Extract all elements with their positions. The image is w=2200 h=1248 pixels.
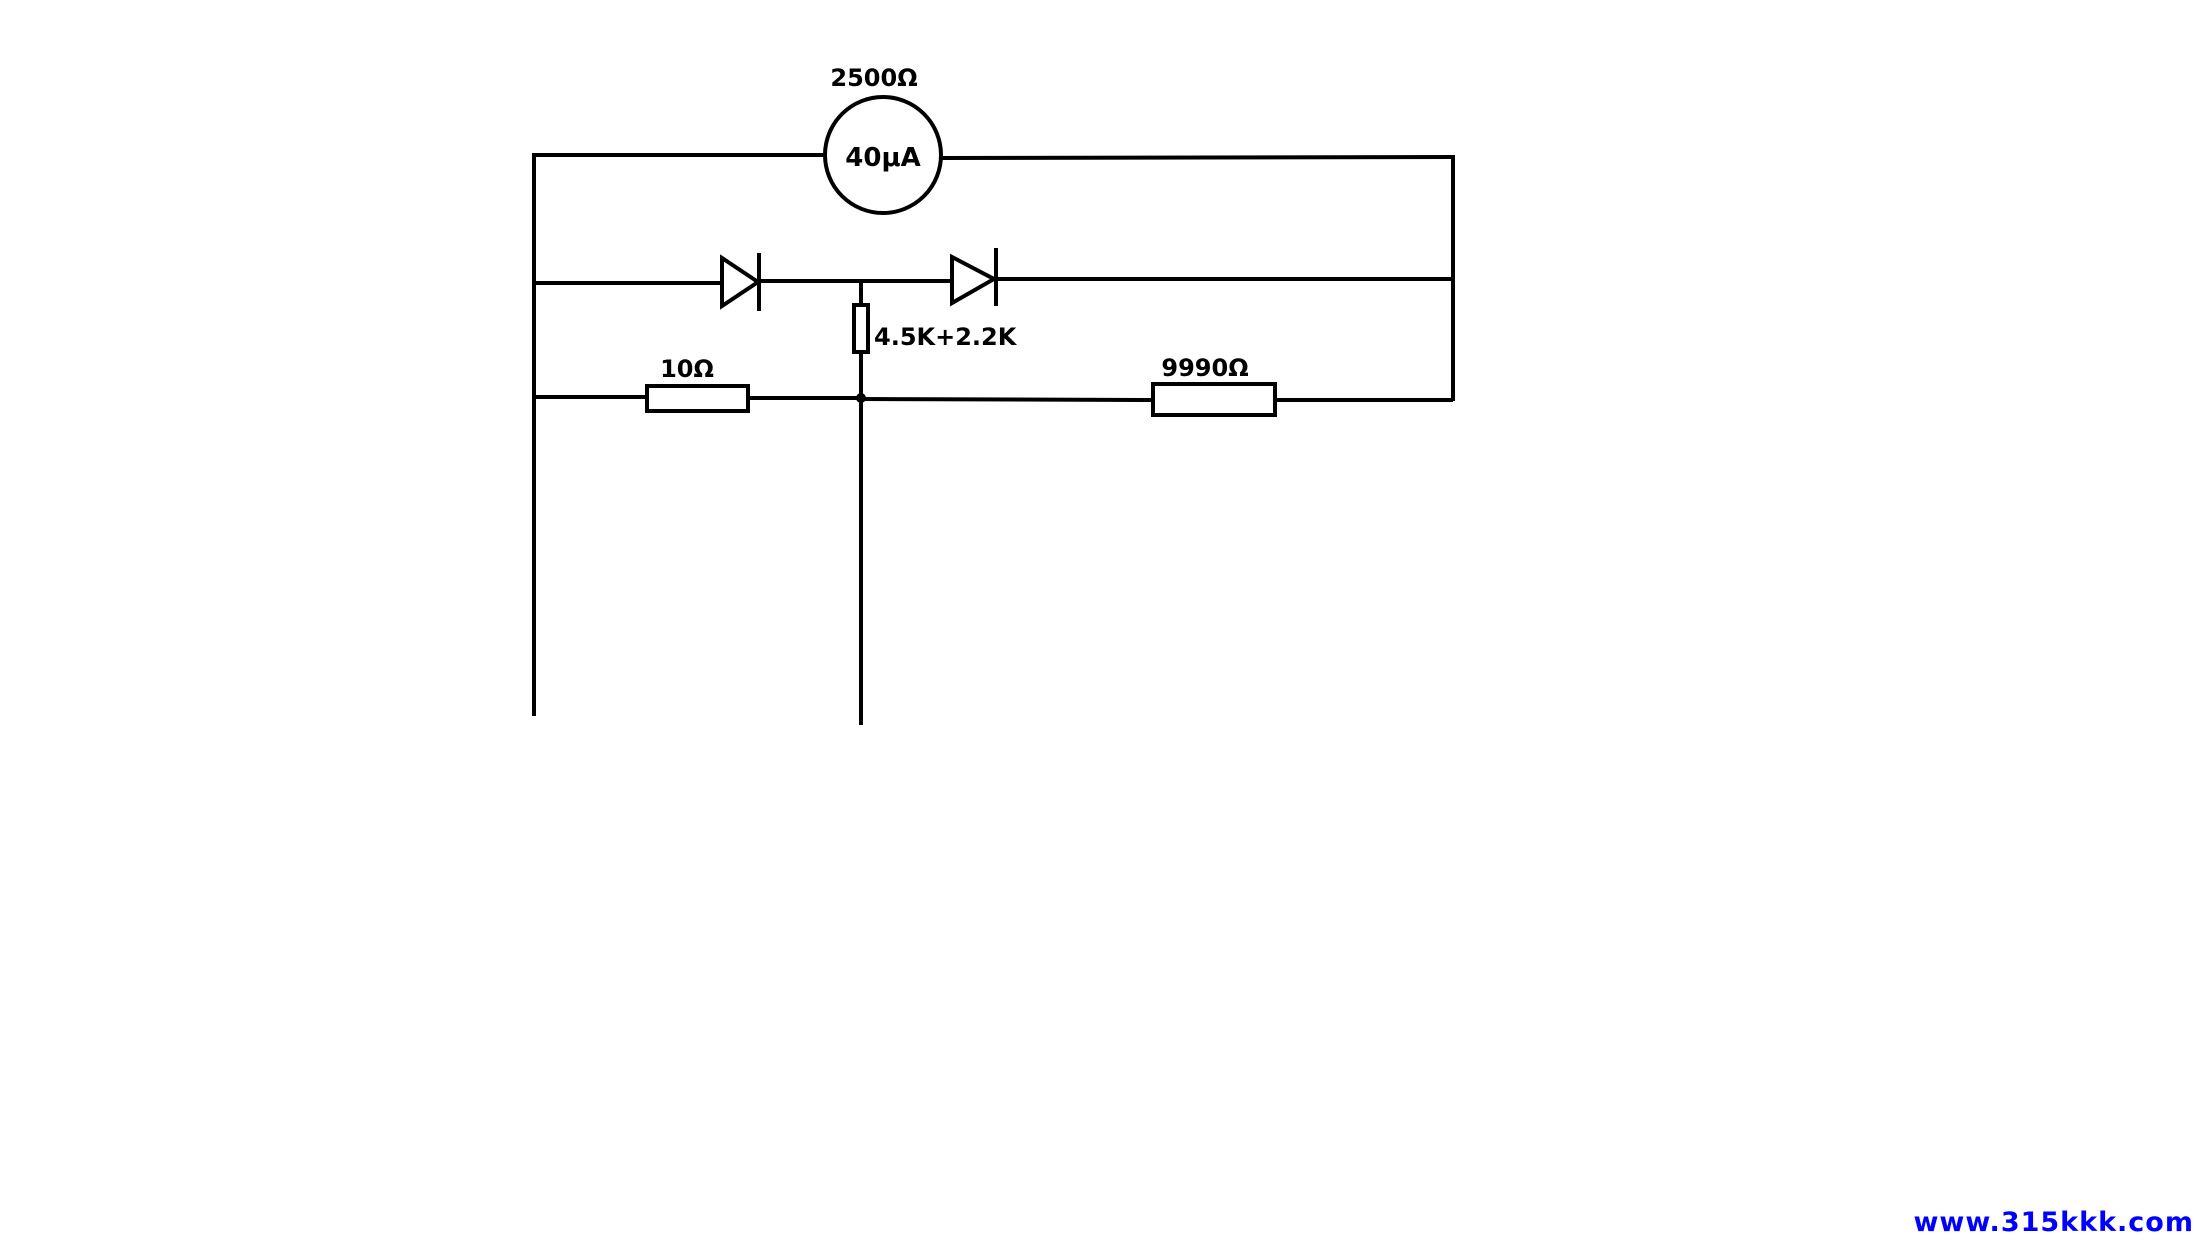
diode-left [720, 253, 762, 311]
top-wire-right [940, 155, 1454, 160]
watermark-url[interactable]: www.315kkk.com [1913, 1207, 2194, 1238]
vertical-resistor [852, 303, 870, 354]
diode-right-triangle [950, 253, 999, 307]
vertical-resistor-label: 4.5K+2.2K [874, 323, 1018, 351]
resistor-9990-ohm [1151, 382, 1277, 417]
resistor-9990-ohm-label: 9990Ω [1161, 354, 1248, 382]
junction-dot [856, 393, 866, 403]
resistor-10-ohm [645, 384, 750, 413]
ammeter: 40μA [823, 95, 943, 215]
diode-left-triangle [720, 254, 762, 310]
diode-right [950, 248, 999, 307]
ammeter-resistance-label: 2500Ω [830, 64, 917, 92]
ammeter-current-label: 40μA [845, 143, 920, 173]
resistor-10-ohm-label: 10Ω [660, 355, 714, 383]
ammeter-circle [823, 95, 943, 215]
bottom-wire-middle-right [860, 397, 1154, 402]
